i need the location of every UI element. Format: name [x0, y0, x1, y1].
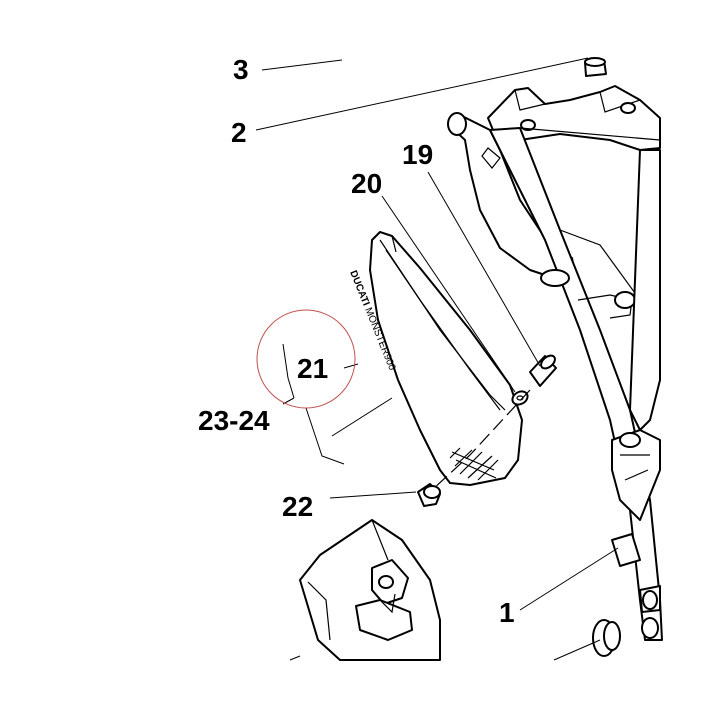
assembly-axis: [431, 389, 531, 491]
lower-component: [299, 519, 441, 661]
callout-22: 22: [282, 491, 313, 522]
rubber-bush: [417, 483, 441, 507]
callout-3: 3: [233, 54, 249, 85]
frame: [447, 57, 663, 657]
highlight-circle: [256, 309, 356, 409]
panel-shading: [449, 447, 499, 481]
callout-labels: 3 2 19 20 21 23-24 22 1: [198, 54, 515, 628]
decal-brand: DUCATI: [347, 269, 371, 308]
callout-23-24: 23-24: [198, 405, 270, 436]
leader-lines: [255, 57, 619, 661]
callout-20: 20: [351, 168, 382, 199]
callout-1: 1: [499, 597, 515, 628]
callout-21: 21: [297, 353, 328, 384]
callout-19: 19: [402, 139, 433, 170]
side-panel-cover: [369, 231, 523, 486]
screw: [529, 354, 557, 387]
callout-2: 2: [231, 117, 247, 148]
